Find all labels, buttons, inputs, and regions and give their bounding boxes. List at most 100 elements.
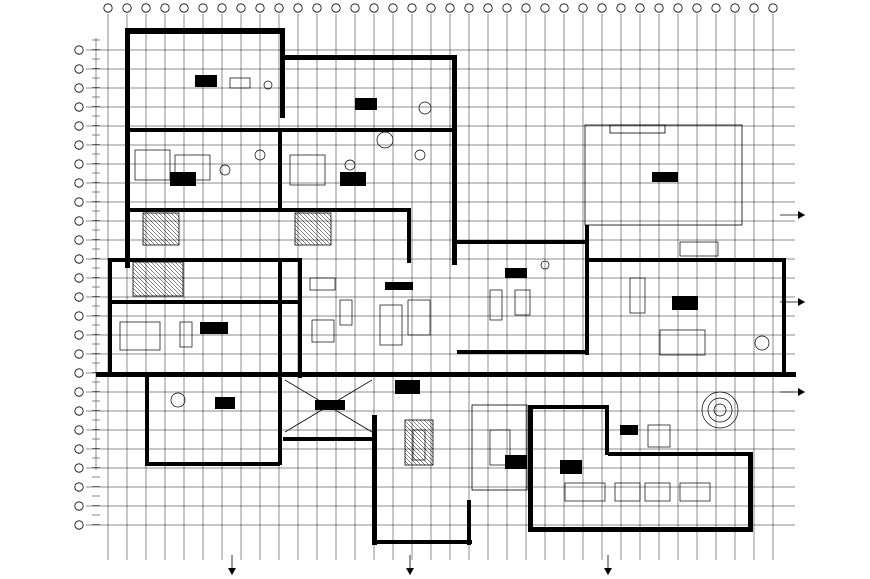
row-grid-bubble xyxy=(74,406,84,416)
row-grid-bubble xyxy=(74,444,84,454)
hatch-stroke xyxy=(318,212,332,226)
row-grid-bubble xyxy=(74,311,84,321)
row-grid-bubble xyxy=(74,159,84,169)
hatch-stroke xyxy=(314,212,332,230)
hatch-stroke xyxy=(132,267,162,297)
section-markers xyxy=(228,211,805,575)
hatch-stroke xyxy=(132,283,146,297)
hatch-stroke xyxy=(404,432,434,462)
hatch-stroke xyxy=(150,261,184,295)
column-grid-bubble xyxy=(236,3,246,13)
hatch-stroke xyxy=(170,261,184,275)
hatch-stroke xyxy=(404,444,426,466)
hatch-stroke xyxy=(162,212,180,230)
hatch-stroke xyxy=(174,212,180,218)
hatch-stroke xyxy=(294,212,328,246)
column-grid-bubbles xyxy=(103,3,778,13)
hatch-stroke xyxy=(132,287,142,297)
column-grid-bubble xyxy=(179,3,189,13)
column-grid-bubble xyxy=(369,3,379,13)
column-grid-bubble xyxy=(521,3,531,13)
section-marker-bottom xyxy=(228,555,236,575)
furniture xyxy=(119,77,770,502)
column-grid-bubble xyxy=(217,3,227,13)
column-grid-bubble xyxy=(274,3,284,13)
hatch-stroke xyxy=(142,224,164,246)
hatch-stroke xyxy=(132,271,158,297)
hatch-stroke xyxy=(294,220,320,246)
hatch-stroke xyxy=(166,212,180,226)
hatch-stroke xyxy=(142,228,160,246)
row-grid-bubble xyxy=(74,368,84,378)
column-grid-bubble xyxy=(122,3,132,13)
column-grid-bubble xyxy=(407,3,417,13)
section-marker-right xyxy=(780,298,805,306)
hatch-stroke xyxy=(132,263,166,297)
column-grid-bubble xyxy=(559,3,569,13)
column-grid-bubble xyxy=(749,3,759,13)
hatch-stroke xyxy=(294,236,304,246)
hatch-stroke xyxy=(142,240,148,246)
column-grid-bubble xyxy=(198,3,208,13)
column-grid-bubble xyxy=(388,3,398,13)
hatch-stroke xyxy=(142,216,172,246)
hatch-stroke xyxy=(150,212,180,242)
row-grid-bubble xyxy=(74,197,84,207)
column-grid-bubble xyxy=(730,3,740,13)
hatch-stroke xyxy=(162,261,184,283)
column-grid-bubble xyxy=(597,3,607,13)
hatch-stroke xyxy=(423,419,434,430)
hatch-stroke xyxy=(404,460,410,466)
section-marker-right xyxy=(780,388,805,396)
section-marker-right xyxy=(780,211,805,219)
column-grid-bubble xyxy=(141,3,151,13)
hatch-stroke xyxy=(134,261,170,297)
column-grid-bubble xyxy=(445,3,455,13)
column-grid-bubble xyxy=(578,3,588,13)
building-walls xyxy=(96,28,796,545)
hatch-stroke xyxy=(142,220,168,246)
hatch-stroke xyxy=(294,228,312,246)
hatch-stroke xyxy=(415,419,434,438)
hatch-stroke xyxy=(404,424,434,454)
column-grid-bubble xyxy=(160,3,170,13)
row-grid-bubbles xyxy=(74,45,84,530)
hatch-stroke xyxy=(146,261,182,297)
column-grid-bubble xyxy=(293,3,303,13)
column-grid-bubble xyxy=(540,3,550,13)
row-grid-bubble xyxy=(74,425,84,435)
column-grid-bubble xyxy=(692,3,702,13)
hatch-stroke xyxy=(326,212,332,218)
column-grid-bubble xyxy=(654,3,664,13)
row-grid-bubble xyxy=(74,64,84,74)
hatch-stroke xyxy=(306,212,332,238)
hatch-stroke xyxy=(407,419,434,446)
column-grid-bubble xyxy=(331,3,341,13)
hatch-stroke xyxy=(302,212,332,242)
grid-lines xyxy=(86,14,795,560)
hatch-stroke xyxy=(142,212,176,246)
hatch-stroke xyxy=(154,212,180,238)
wall-hatching xyxy=(132,212,434,466)
column-grid-bubble xyxy=(103,3,113,13)
room-labels xyxy=(170,75,698,474)
row-grid-bubble xyxy=(74,235,84,245)
hatch-stroke xyxy=(294,232,308,246)
column-grid-bubble xyxy=(616,3,626,13)
hatch-stroke xyxy=(404,420,434,450)
column-grid-bubble xyxy=(312,3,322,13)
hatch-stroke xyxy=(170,212,180,222)
hatch-stroke xyxy=(142,232,156,246)
hatch-stroke xyxy=(419,419,434,434)
hatch-stroke xyxy=(142,261,178,297)
hatch-stroke xyxy=(132,279,150,297)
hatch-stroke xyxy=(404,456,414,466)
row-grid-bubble xyxy=(74,273,84,283)
row-grid-bubble xyxy=(74,140,84,150)
hatch-stroke xyxy=(427,419,434,426)
row-grid-bubble xyxy=(74,254,84,264)
hatch-stroke xyxy=(166,261,184,279)
row-grid-bubble xyxy=(74,121,84,131)
row-grid-bubble xyxy=(74,520,84,530)
